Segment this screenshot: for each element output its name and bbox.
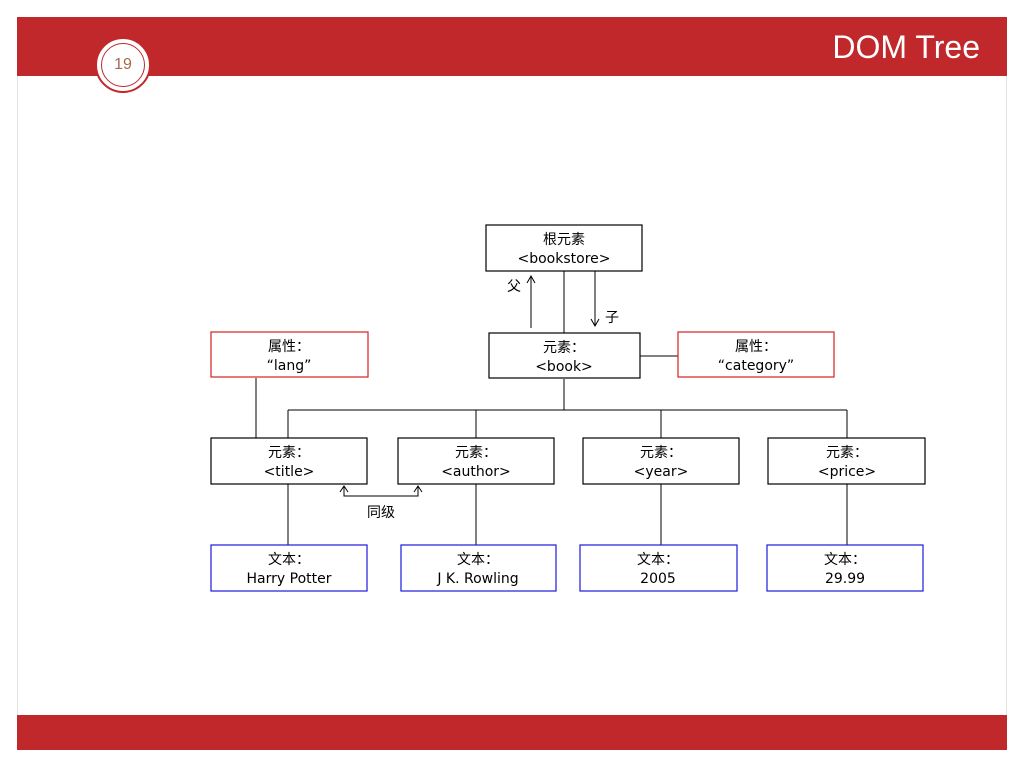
text-title-box	[210, 544, 368, 592]
attr-category-node: 属性： “category”	[677, 331, 835, 378]
element-year-box	[582, 437, 740, 485]
child-arrowhead	[590, 318, 600, 328]
element-node-year: 元素： <year>	[582, 437, 740, 485]
connector-lines	[255, 270, 848, 545]
attr-lang-node: 属性： “lang”	[210, 331, 369, 378]
root-node-line1: 根元素	[543, 232, 585, 248]
sibling-arrow	[343, 487, 419, 497]
header-bar	[17, 17, 1007, 76]
element-title-line1: 元素：	[268, 445, 310, 461]
text-node-price: 文本： 29.99	[766, 544, 924, 592]
attr-category-box	[677, 331, 835, 378]
element-title-box	[210, 437, 368, 485]
element-author-line1: 元素：	[455, 445, 497, 461]
attr-category-line1: 属性：	[735, 339, 777, 355]
text-title-line2: Harry Potter	[247, 571, 332, 587]
frame-border-right	[1006, 76, 1007, 715]
element-year-line2: <year>	[634, 464, 689, 480]
attr-lang-line1: 属性：	[268, 339, 310, 355]
book-node-line2: <book>	[535, 359, 593, 375]
text-author-box	[400, 544, 557, 592]
text-node-author: 文本： J K. Rowling	[400, 544, 557, 592]
book-node-line1: 元素：	[543, 340, 585, 356]
text-price-box	[766, 544, 924, 592]
element-author-box	[397, 437, 555, 485]
sibling-arrowhead-left	[339, 485, 349, 493]
attr-lang-box	[210, 331, 369, 378]
element-node-price: 元素： <price>	[767, 437, 926, 485]
text-author-line2: J K. Rowling	[436, 571, 518, 587]
slide-title: DOM Tree	[832, 29, 980, 65]
slide-number-badge: 19	[95, 37, 151, 93]
root-node: 根元素 <bookstore>	[485, 224, 643, 272]
text-year-line2: 2005	[640, 571, 676, 587]
slide-number: 19	[101, 43, 145, 87]
text-author-line1: 文本：	[457, 552, 499, 568]
element-node-author: 元素： <author>	[397, 437, 555, 485]
root-node-line2: <bookstore>	[518, 251, 611, 267]
sibling-label: 同级	[367, 505, 395, 521]
element-price-box	[767, 437, 926, 485]
parent-label: 父	[507, 279, 521, 295]
child-label: 子	[605, 310, 619, 326]
element-price-line1: 元素：	[826, 445, 868, 461]
sibling-arrowhead-right	[413, 485, 423, 493]
element-title-line2: <title>	[264, 464, 315, 480]
root-node-box	[485, 224, 643, 272]
book-node: 元素： <book>	[488, 332, 641, 379]
attr-lang-line2: “lang”	[267, 358, 312, 374]
text-title-line1: 文本：	[268, 552, 310, 568]
text-price-line1: 文本：	[824, 552, 866, 568]
text-year-box	[579, 544, 738, 592]
text-year-line1: 文本：	[637, 552, 679, 568]
frame-border-left	[17, 76, 18, 715]
slide-frame	[17, 17, 1007, 750]
element-author-line2: <author>	[441, 464, 511, 480]
footer-bar	[17, 715, 1007, 750]
element-node-title: 元素： <title>	[210, 437, 368, 485]
book-node-box	[488, 332, 641, 379]
text-node-title: 文本： Harry Potter	[210, 544, 368, 592]
text-node-year: 文本： 2005	[579, 544, 738, 592]
element-price-line2: <price>	[818, 464, 876, 480]
element-year-line1: 元素：	[640, 445, 682, 461]
attr-category-line2: “category”	[718, 358, 794, 374]
parent-arrowhead	[526, 274, 536, 284]
text-price-line2: 29.99	[825, 571, 865, 587]
